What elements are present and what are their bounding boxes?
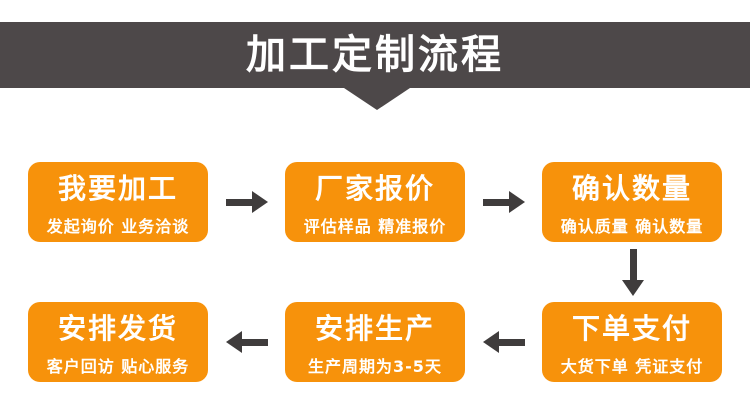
step-subtitle: 客户回访 贴心服务 — [46, 356, 190, 376]
arrow-head — [508, 191, 525, 213]
flow-row-top: 我要加工 发起询价 业务洽谈 厂家报价 评估样品 精准报价 确认数量 确认质量 … — [28, 162, 722, 242]
arrow-shaft — [629, 249, 637, 280]
step-arrange-production: 安排生产 生产周期为3-5天 — [285, 302, 465, 382]
arrow-shaft — [225, 198, 252, 206]
arrow-shaft — [482, 198, 509, 206]
flow-row-bottom: 安排发货 客户回访 贴心服务 安排生产 生产周期为3-5天 下单支付 大货下单 … — [28, 302, 722, 382]
step-subtitle: 确认质量 确认数量 — [560, 216, 704, 236]
step-title: 确认数量 — [571, 172, 692, 205]
step-request-processing: 我要加工 发起询价 业务洽谈 — [28, 162, 208, 242]
header-banner: 加工定制流程 — [0, 22, 750, 88]
arrow-head — [251, 191, 268, 213]
arrow-down-icon — [622, 249, 644, 296]
arrow-right-icon — [225, 191, 268, 213]
page-title: 加工定制流程 — [246, 32, 504, 78]
step-title: 厂家报价 — [314, 172, 435, 205]
step-subtitle: 大货下单 凭证支付 — [560, 356, 704, 376]
step-factory-quote: 厂家报价 评估样品 精准报价 — [285, 162, 465, 242]
step-subtitle: 生产周期为3-5天 — [308, 356, 442, 376]
arrow-left-icon — [482, 331, 525, 353]
arrow-shaft — [241, 338, 268, 346]
step-subtitle: 发起询价 业务洽谈 — [46, 216, 190, 236]
step-title: 下单支付 — [571, 312, 692, 345]
step-subtitle: 评估样品 精准报价 — [303, 216, 447, 236]
arrow-left-icon — [225, 331, 268, 353]
step-place-order-payment: 下单支付 大货下单 凭证支付 — [542, 302, 722, 382]
arrow-head — [482, 331, 499, 353]
arrow-right-icon — [482, 191, 525, 213]
step-arrange-shipping: 安排发货 客户回访 贴心服务 — [28, 302, 208, 382]
step-title: 我要加工 — [57, 172, 178, 205]
step-title: 安排生产 — [314, 312, 435, 345]
step-confirm-quantity: 确认数量 确认质量 确认数量 — [542, 162, 722, 242]
arrow-head — [622, 280, 644, 296]
arrow-shaft — [498, 338, 525, 346]
arrow-head — [225, 331, 242, 353]
step-title: 安排发货 — [57, 312, 178, 345]
banner-pointer-triangle-icon — [344, 88, 410, 110]
